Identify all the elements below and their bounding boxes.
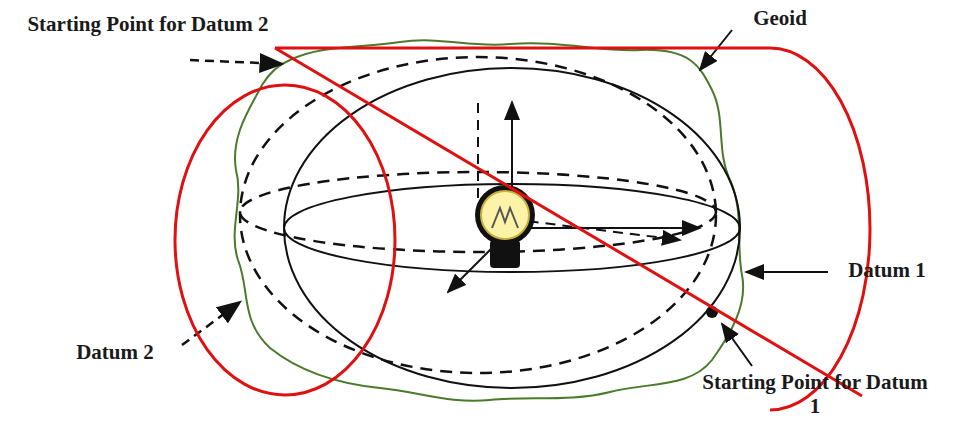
datum1-equator — [284, 184, 740, 272]
start-point-label: Starting Point for Datum 2 — [18, 12, 278, 36]
geoid-label: Geoid — [735, 6, 825, 30]
leader-line — [700, 30, 732, 70]
red-annotation — [175, 48, 870, 410]
datum2-equator — [240, 172, 716, 252]
leader-line — [746, 271, 828, 273]
start-point-label: Starting Point for Datum 1 — [700, 370, 930, 418]
leader-line — [190, 60, 282, 64]
datum-label: Datum 2 — [60, 340, 170, 364]
datum2-ellipsoid — [240, 57, 716, 373]
datum-label: Datum 1 — [832, 258, 942, 282]
axis — [512, 227, 700, 229]
axis — [477, 100, 479, 215]
geoid-outline — [235, 40, 744, 401]
leader-line — [722, 324, 752, 366]
